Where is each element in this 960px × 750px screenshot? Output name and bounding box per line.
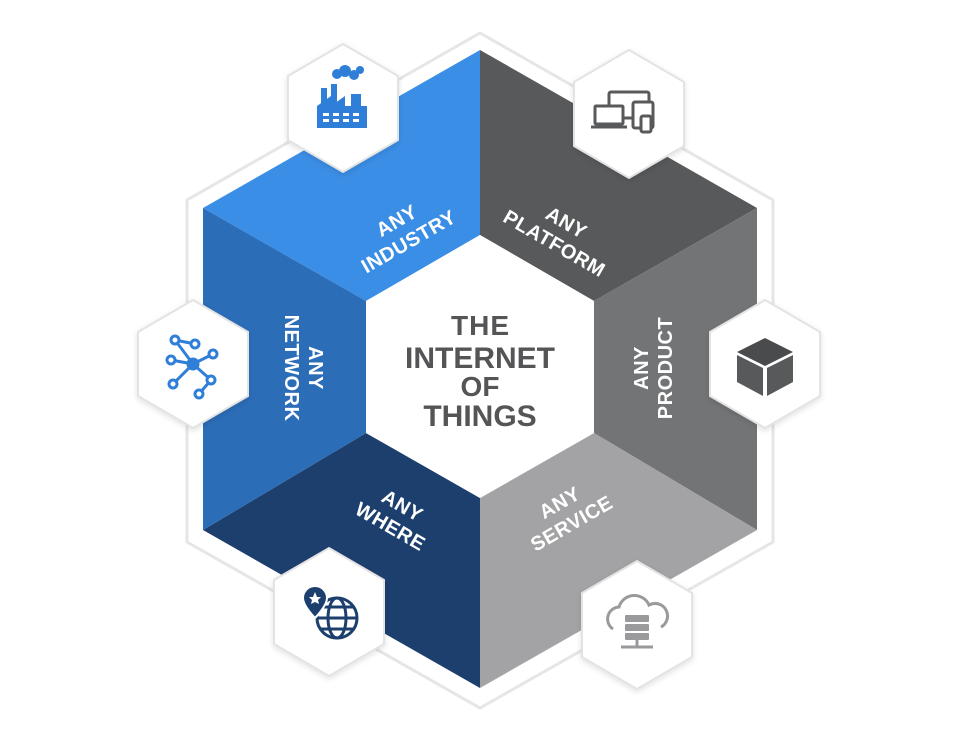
center-hexagon xyxy=(366,235,594,498)
network-icon xyxy=(165,334,219,400)
devices-icon xyxy=(591,90,655,134)
badge-platform xyxy=(573,48,685,180)
segment-service xyxy=(480,433,757,688)
label-product: ANY PRODUCT xyxy=(631,317,677,419)
center-line-3: OF xyxy=(461,371,500,402)
label-product-line2: PRODUCT xyxy=(655,317,677,419)
center-line-1: THE xyxy=(451,310,509,341)
badge-industry xyxy=(287,42,399,174)
globe-pin-icon xyxy=(301,584,359,640)
badge-network xyxy=(137,298,249,430)
badge-product xyxy=(709,298,821,430)
center-title: THE INTERNET OF THINGS xyxy=(405,310,555,433)
label-network-line2: NETWORK xyxy=(280,315,302,422)
label-product-line1: ANY xyxy=(631,346,653,390)
cube-icon xyxy=(737,338,793,396)
badge-where xyxy=(273,546,385,678)
segment-platform xyxy=(480,50,757,301)
label-network-line1: ANY xyxy=(304,346,326,390)
label-network: ANY NETWORK xyxy=(280,315,326,422)
factory-icon xyxy=(317,65,367,128)
segment-product xyxy=(594,208,757,530)
badge-service xyxy=(581,559,693,691)
segment-industry xyxy=(203,50,480,301)
segment-network xyxy=(203,208,366,530)
center-line-2: INTERNET xyxy=(405,342,555,375)
center-line-4: THINGS xyxy=(423,400,536,433)
cloud-server-icon xyxy=(606,594,670,649)
